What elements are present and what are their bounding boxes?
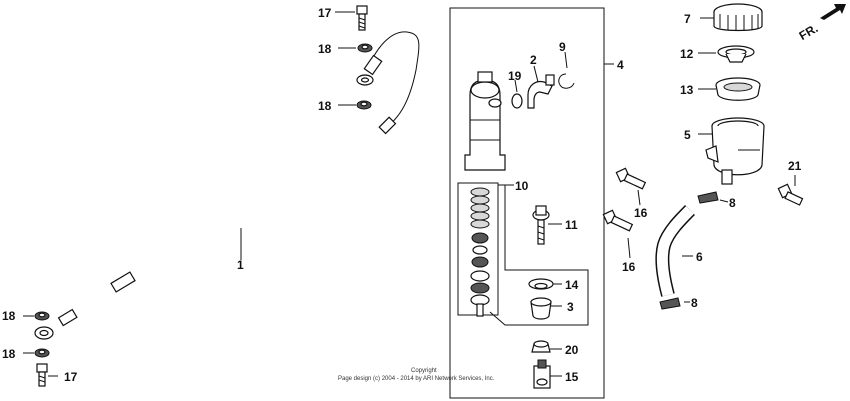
callout-8: 8 bbox=[691, 296, 698, 310]
callout-1: 1 bbox=[237, 258, 244, 272]
reservoir-tank[interactable] bbox=[705, 117, 765, 185]
push-rod[interactable] bbox=[532, 205, 550, 245]
callout-21: 21 bbox=[788, 159, 802, 173]
callout-2: 2 bbox=[530, 53, 537, 67]
copyright-notice: Copyright Page design (c) 2004 - 2014 by… bbox=[338, 368, 495, 382]
leader-lines bbox=[23, 11, 796, 377]
circlip-icon bbox=[558, 73, 575, 89]
hose-banjo-fitting-lower bbox=[34, 326, 54, 340]
svg-text:Copyright: Copyright bbox=[411, 368, 437, 374]
hose-banjo-fitting-upper bbox=[356, 74, 374, 86]
brake-hose[interactable] bbox=[57, 31, 420, 327]
callout-16: 16 bbox=[622, 260, 636, 274]
callout-labels: 17 18 18 1 18 18 17 2 9 19 4 10 11 14 3 … bbox=[2, 6, 802, 384]
reservoir-hose[interactable] bbox=[655, 205, 695, 297]
piston-spring-set[interactable] bbox=[457, 182, 499, 317]
svg-text:FR.: FR. bbox=[797, 21, 821, 43]
callout-12: 12 bbox=[680, 47, 694, 61]
callout-20: 20 bbox=[565, 343, 579, 357]
clevis-joint[interactable] bbox=[533, 359, 551, 389]
master-cylinder-body[interactable] bbox=[464, 71, 506, 171]
front-direction-arrow: FR. bbox=[797, 4, 846, 43]
reservoir-cap[interactable] bbox=[713, 3, 763, 32]
reservoir-diaphragm[interactable] bbox=[715, 77, 761, 101]
callout-16: 16 bbox=[634, 206, 648, 220]
callout-11: 11 bbox=[565, 218, 578, 232]
boot[interactable] bbox=[528, 278, 554, 290]
nut-icon bbox=[531, 340, 551, 353]
callout-13: 13 bbox=[680, 83, 694, 97]
callout-18: 18 bbox=[318, 42, 332, 56]
callout-8: 8 bbox=[729, 196, 736, 210]
reservoir-bolt-icon bbox=[602, 167, 804, 232]
oil-bolt-icon bbox=[36, 5, 368, 387]
callout-7: 7 bbox=[684, 12, 691, 26]
master-cylinder-assembly-outline bbox=[449, 7, 605, 399]
callout-9: 9 bbox=[559, 40, 566, 54]
reservoir-inlet-joint[interactable] bbox=[527, 74, 555, 109]
sealing-washer-icon bbox=[34, 43, 373, 358]
callout-10: 10 bbox=[515, 179, 529, 193]
callout-3: 3 bbox=[567, 300, 574, 314]
joint-cup[interactable] bbox=[530, 297, 552, 320]
callout-15: 15 bbox=[565, 370, 579, 384]
callout-18: 18 bbox=[318, 99, 332, 113]
callout-17: 17 bbox=[64, 370, 78, 384]
callout-6: 6 bbox=[696, 250, 703, 264]
callout-18: 18 bbox=[2, 347, 16, 361]
callout-17: 17 bbox=[318, 6, 332, 20]
hose-clip-icon bbox=[659, 191, 719, 310]
callout-14: 14 bbox=[565, 278, 579, 292]
callout-18: 18 bbox=[2, 309, 16, 323]
diaphragm-plate[interactable] bbox=[717, 45, 755, 63]
svg-text:Page design (c) 2004 - 2014 by: Page design (c) 2004 - 2014 by ARI Netwo… bbox=[338, 376, 495, 382]
callout-4: 4 bbox=[617, 58, 624, 72]
o-ring-icon bbox=[511, 93, 523, 109]
callout-19: 19 bbox=[508, 69, 522, 83]
callout-5: 5 bbox=[684, 128, 691, 142]
